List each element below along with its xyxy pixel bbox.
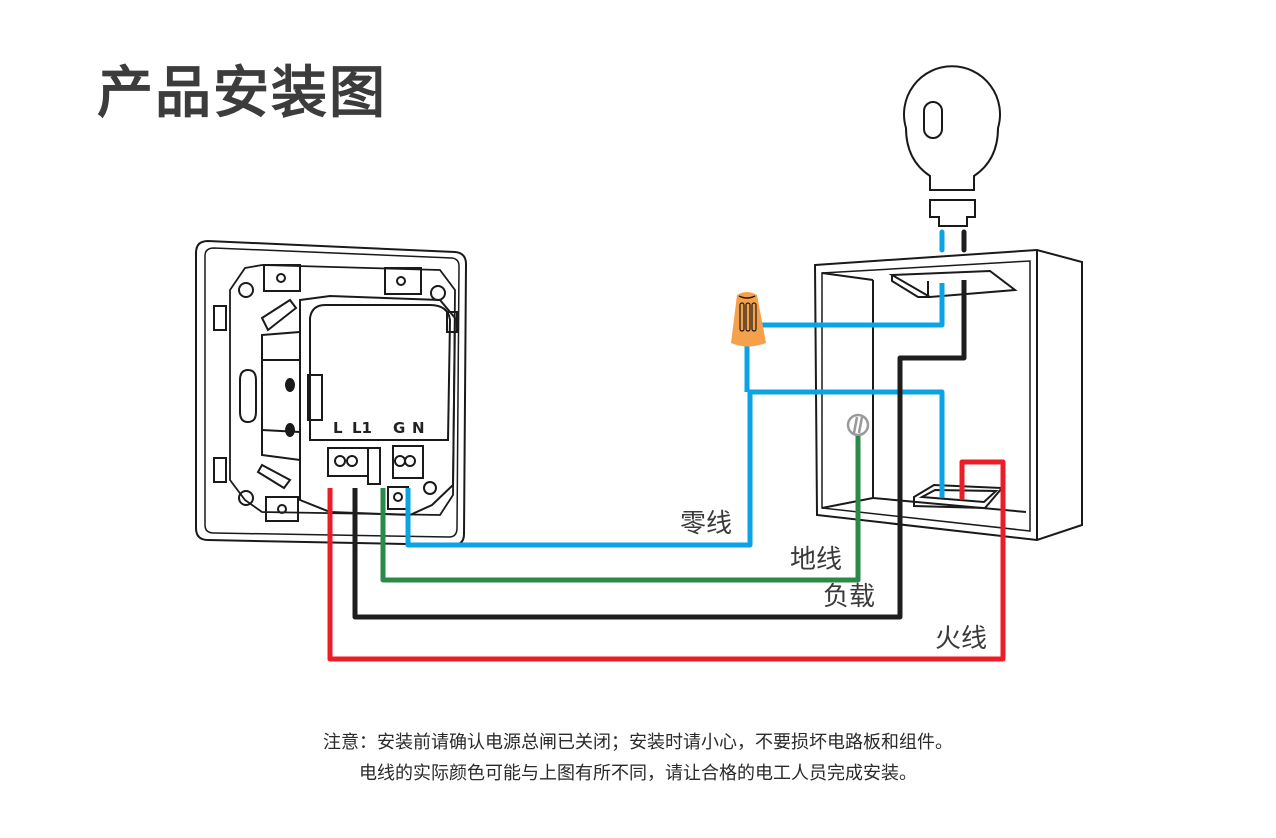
wire-color-note: 电线的实际颜色可能与上图有所不同，请让合格的电工人员完成安装。 [359,763,917,784]
wire-connector-icon [731,292,766,347]
load-wire [352,280,967,620]
neutral-wire-to-lamp [757,283,945,328]
mounting-plate [229,264,456,516]
junction-box [813,248,1083,542]
lamp-bracket [888,269,1018,299]
module-housing [299,294,457,517]
box-outer [813,248,1083,542]
live-wire-label: 火线 [935,624,987,654]
panel-inner-frame [204,247,460,538]
terminal-label-g: G [393,419,405,437]
terminal-label-n: N [412,419,425,437]
clip-top-left [263,264,301,292]
ground-wire-label: 地线 [790,545,842,575]
slot [239,368,257,424]
live-wire [327,459,1006,662]
light-bulb-icon [903,65,1001,227]
safety-note: 注意：安装前请确认电源总闸已关闭；安装时请小心，不要损坏电路板和组件。 [323,732,953,753]
neutral-wire-label: 零线 [680,509,732,539]
terminal-label-l: L [333,419,343,437]
load-wire-label: 负载 [823,582,875,612]
neutral-wire [405,389,945,548]
clip-top-right [384,267,422,295]
clip-bottom-left [265,496,299,522]
page-title: 产品安装图 [97,61,387,126]
ground-wire [380,436,861,583]
terminal-label-l1: L1 [352,419,372,437]
ground-screw-icon [846,413,870,437]
switch-panel [195,239,468,547]
terminal-block-g-n [392,445,424,479]
module-face [309,304,452,441]
side-bracket [261,330,301,462]
switch-bracket [913,483,1005,510]
